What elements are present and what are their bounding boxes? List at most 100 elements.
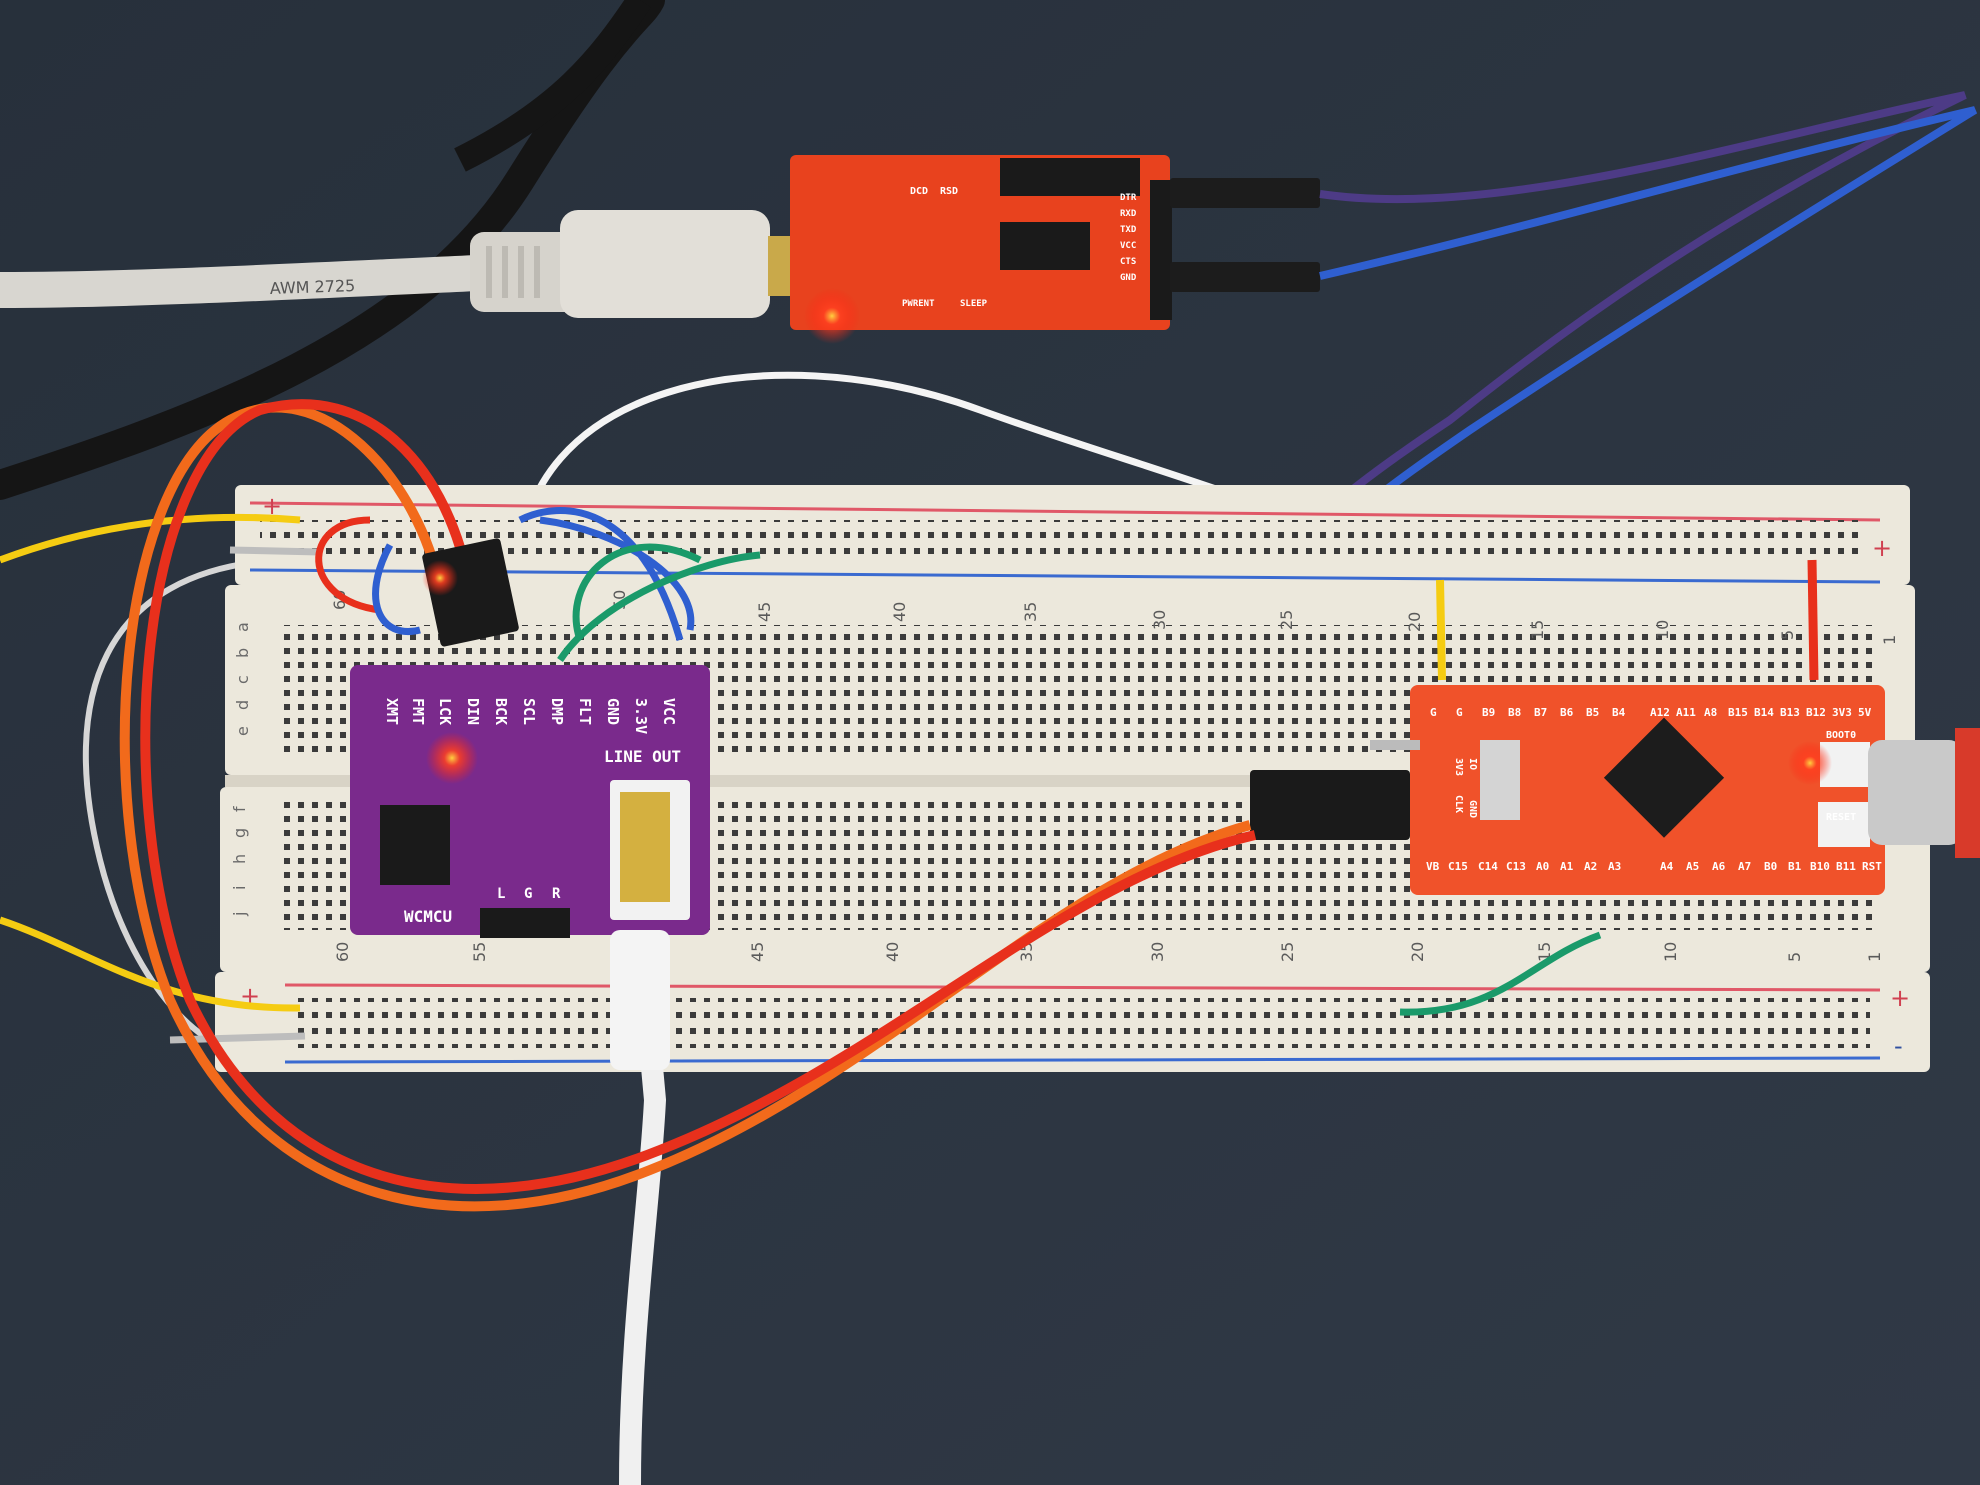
usb-cable xyxy=(0,254,501,308)
svg-text:B5: B5 xyxy=(1586,706,1599,719)
svg-text:3V3: 3V3 xyxy=(1453,758,1464,776)
svg-text:CTS: CTS xyxy=(1120,257,1136,267)
svg-text:20: 20 xyxy=(1405,612,1424,632)
dac-pin-gnd: GND xyxy=(604,698,622,725)
svg-text:i: i xyxy=(230,886,249,890)
usb-c-cable xyxy=(1955,728,1980,858)
green-jumpers xyxy=(557,543,761,662)
svg-text:VCC: VCC xyxy=(1120,241,1136,251)
svg-text:C14: C14 xyxy=(1478,860,1498,873)
red-jumper-left xyxy=(315,516,381,614)
mcu-header-connector xyxy=(1250,770,1410,840)
mcu-board: G G B9 B8 B7 B6 B5 B4 A12 A11 A8 B15 B14… xyxy=(1410,685,1980,895)
ftdi-labels: DCD RSD DTR RXD TXD VCC CTS GND PWRENT S… xyxy=(902,186,1137,309)
audio-plug xyxy=(610,930,670,1070)
dac-led xyxy=(426,732,478,784)
dac-pin-l: L xyxy=(497,886,505,902)
mcu-boot-label: BOOT0 xyxy=(1826,730,1856,741)
mcu-bottom-pins: VB C15 C14 C13 A0 A1 A2 A3 A4 A5 A6 A7 B… xyxy=(1426,860,1882,873)
svg-text:B1: B1 xyxy=(1788,860,1802,873)
svg-text:B11: B11 xyxy=(1836,860,1856,873)
svg-text:A4: A4 xyxy=(1660,860,1674,873)
ftdi-board: DCD RSD DTR RXD TXD VCC CTS GND PWRENT S… xyxy=(790,155,1320,344)
svg-text:c: c xyxy=(233,675,252,684)
svg-text:3V3: 3V3 xyxy=(1832,706,1852,719)
svg-text:B7: B7 xyxy=(1534,706,1547,719)
svg-text:A0: A0 xyxy=(1536,860,1549,873)
rail-plus-bottom-right: + xyxy=(1890,984,1910,1012)
svg-text:10: 10 xyxy=(1661,942,1680,962)
svg-text:A11: A11 xyxy=(1676,706,1696,719)
svg-text:5: 5 xyxy=(1785,952,1804,962)
svg-text:DTR: DTR xyxy=(1120,193,1137,203)
svg-text:A7: A7 xyxy=(1738,860,1751,873)
svg-text:G: G xyxy=(1456,706,1463,719)
svg-text:A3: A3 xyxy=(1608,860,1621,873)
svg-text:1: 1 xyxy=(1865,952,1884,962)
dac-header-glow xyxy=(422,560,458,596)
svg-text:20: 20 xyxy=(1408,942,1427,962)
svg-text:1: 1 xyxy=(1880,635,1899,645)
svg-text:25: 25 xyxy=(1277,610,1296,630)
dac-pin-3v3: 3.3V xyxy=(632,698,650,734)
svg-text:CLK: CLK xyxy=(1453,795,1464,813)
dac-pin-lck: LCK xyxy=(436,698,454,725)
blue-jumper-left xyxy=(372,543,421,635)
svg-text:TXD: TXD xyxy=(1120,225,1137,235)
black-cable-2 xyxy=(454,0,651,172)
svg-text:A2: A2 xyxy=(1584,860,1597,873)
row-letters: a b c d e f g h i j xyxy=(230,622,252,917)
svg-text:15: 15 xyxy=(1528,620,1547,640)
red-wire xyxy=(140,399,1257,1194)
audio-cable xyxy=(619,934,667,1485)
dac-pin-bck: BCK xyxy=(492,698,510,725)
svg-text:f: f xyxy=(230,806,249,812)
dac-line-out: LINE OUT xyxy=(604,747,681,766)
svg-text:5: 5 xyxy=(1778,630,1797,640)
svg-text:PWRENT: PWRENT xyxy=(902,299,935,309)
dac-pin-xmt: XMT xyxy=(383,698,401,725)
svg-text:25: 25 xyxy=(1278,942,1297,962)
mcu-reset-label: RESET xyxy=(1826,812,1856,823)
svg-text:A6: A6 xyxy=(1712,860,1726,873)
usb-cable-print: AWM 2725 xyxy=(269,276,355,298)
yellow-wire-bottom xyxy=(0,916,301,1012)
svg-text:40: 40 xyxy=(883,942,902,962)
svg-text:30: 30 xyxy=(1150,610,1169,630)
svg-text:B4: B4 xyxy=(1612,706,1626,719)
svg-text:C13: C13 xyxy=(1506,860,1526,873)
svg-text:55: 55 xyxy=(470,942,489,962)
svg-text:40: 40 xyxy=(890,602,909,622)
dac-pin-din: DIN xyxy=(464,698,482,725)
mcu-led xyxy=(1788,741,1832,785)
red-jumper-right xyxy=(1807,559,1819,681)
svg-text:45: 45 xyxy=(755,602,774,622)
dac-pin-fmt: FMT xyxy=(409,698,427,725)
mcu-side-pins: 3V3 IO CLK GND xyxy=(1453,758,1478,818)
rail-minus-bottom-right: - xyxy=(1894,1032,1903,1060)
rail-plus-top-right: + xyxy=(1872,534,1892,562)
svg-text:d: d xyxy=(233,700,252,710)
svg-text:60: 60 xyxy=(333,942,352,962)
svg-text:g: g xyxy=(230,828,249,838)
dac-pin-scl: SCL xyxy=(520,698,538,725)
dac-brand: WCMCU xyxy=(404,907,452,926)
svg-text:5V: 5V xyxy=(1858,706,1872,719)
svg-text:A5: A5 xyxy=(1686,860,1699,873)
svg-text:IO: IO xyxy=(1467,758,1478,770)
svg-text:A1: A1 xyxy=(1560,860,1574,873)
dac-pin-flt: FLT xyxy=(576,698,594,725)
svg-text:B14: B14 xyxy=(1754,706,1774,719)
svg-text:DCD: DCD xyxy=(910,186,928,197)
svg-text:a: a xyxy=(233,622,252,632)
svg-text:GND: GND xyxy=(1467,800,1478,818)
svg-text:j: j xyxy=(230,912,249,917)
dac-board: XMT FMT LCK DIN BCK SCL DMP FLT GND 3.3V… xyxy=(350,665,710,938)
ftdi-led xyxy=(804,288,860,344)
dac-pin-dmp: DMP xyxy=(548,698,566,725)
svg-text:45: 45 xyxy=(748,942,767,962)
svg-text:GND: GND xyxy=(1120,273,1137,283)
blue-jumpers xyxy=(518,507,695,641)
svg-text:A8: A8 xyxy=(1704,706,1717,719)
